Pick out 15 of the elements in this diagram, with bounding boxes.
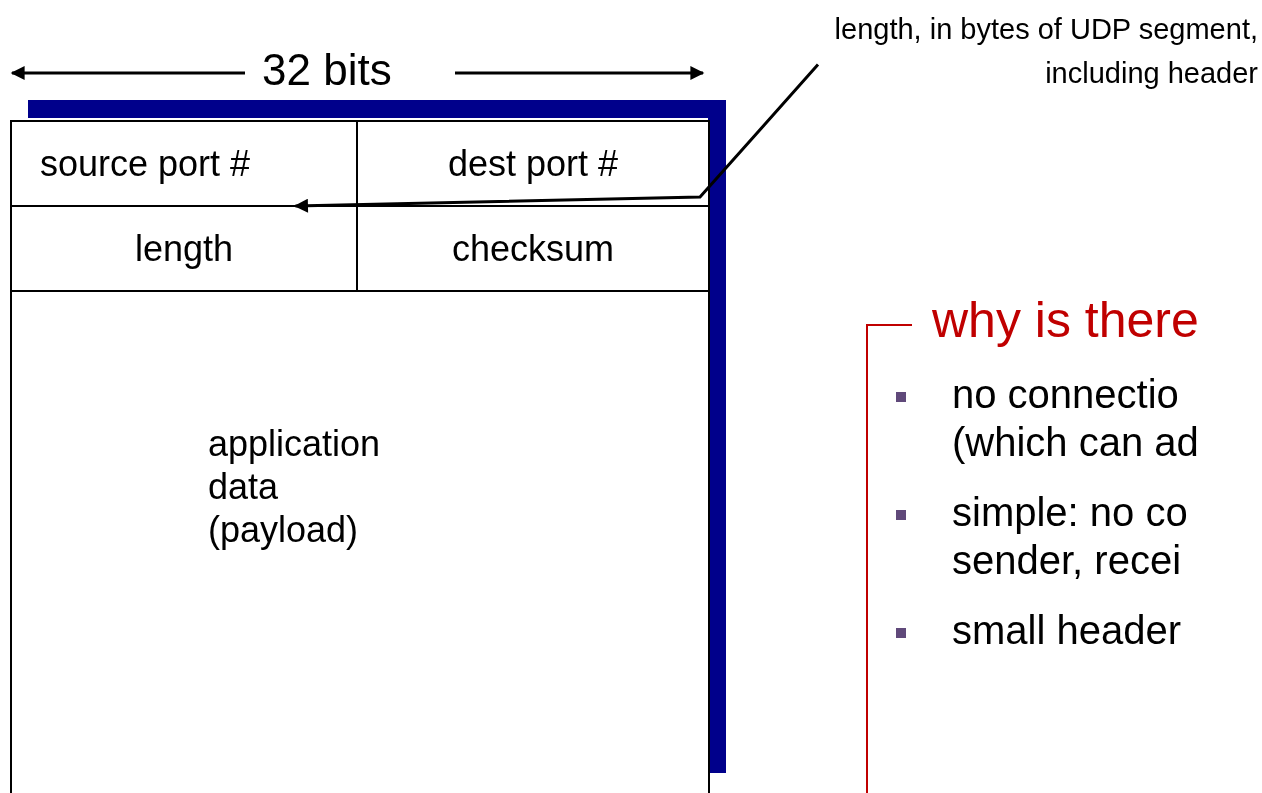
dimension-label: 32 bits (262, 44, 392, 96)
bullet-text: no connectio (which can ad (952, 371, 1200, 466)
field-label: source port # (40, 141, 251, 186)
panel-heading: why is there (932, 291, 1199, 350)
bullet-text: small header (952, 607, 1182, 654)
leader-line (293, 63, 820, 213)
field-label: checksum (451, 226, 615, 271)
header-field (356, 120, 710, 207)
bullet-text: simple: no co sender, recei (952, 489, 1189, 584)
header-field (10, 120, 358, 207)
annotation-text: length, in bytes of UDP segment, including header (818, 8, 1258, 95)
field-label: length (134, 226, 234, 271)
payload-area (10, 290, 710, 793)
field-label: dest port # (447, 141, 619, 186)
field-label: application data (payload) (208, 422, 382, 552)
